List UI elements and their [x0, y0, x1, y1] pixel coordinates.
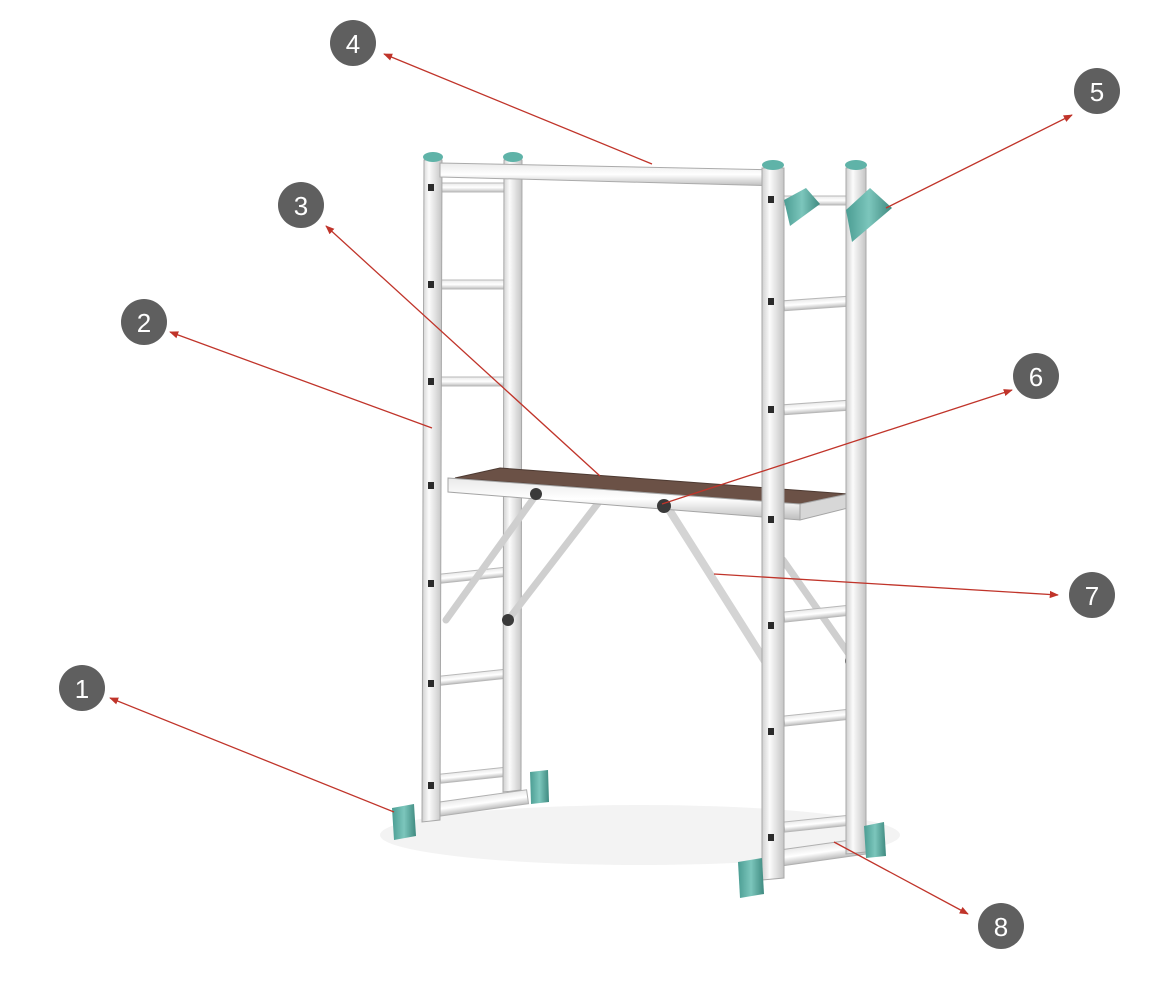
- anti-slip-foot: [530, 770, 549, 804]
- callout-6: 6: [1013, 353, 1059, 399]
- callout-2: 2: [121, 299, 167, 345]
- top-cap: [503, 152, 523, 162]
- right-ladder-section: [738, 160, 892, 898]
- right-outer-rail: [761, 167, 785, 881]
- locking-knob: [530, 488, 542, 500]
- callout-7: 7: [1069, 572, 1115, 618]
- locking-knob: [502, 614, 514, 626]
- callout-number: 3: [294, 191, 308, 221]
- leader-line-6: [661, 389, 1013, 505]
- callout-badge: [1074, 68, 1120, 114]
- callout-badge: [330, 20, 376, 66]
- tool-hook: [784, 188, 820, 226]
- top-cap: [845, 160, 867, 170]
- callout-badge: [121, 299, 167, 345]
- anti-slip-foot: [738, 858, 764, 898]
- leader-line-7: [713, 573, 1059, 599]
- top-cap: [423, 152, 443, 162]
- top-cap: [762, 160, 784, 170]
- leader-line-1: [109, 697, 395, 813]
- callout-number: 5: [1090, 77, 1104, 107]
- leader-line-5: [885, 114, 1073, 209]
- left-outer-rail: [421, 159, 443, 823]
- leader-line-4: [383, 53, 653, 165]
- callout-number: 7: [1085, 581, 1099, 611]
- callout-4: 4: [330, 20, 376, 66]
- callout-number: 8: [994, 912, 1008, 942]
- anti-slip-foot: [392, 804, 416, 840]
- leader-line-3: [325, 225, 601, 477]
- callout-number: 2: [137, 308, 151, 338]
- tool-hook: [846, 188, 892, 242]
- right-inner-rail: [845, 167, 867, 855]
- callout-badge: [59, 665, 105, 711]
- callout-8: 8: [978, 903, 1024, 949]
- callout-badge: [978, 903, 1024, 949]
- callout-1: 1: [59, 665, 105, 711]
- support-brace: [664, 504, 772, 670]
- callout-badge: [1013, 353, 1059, 399]
- right-rungs: [778, 195, 868, 867]
- callout-3: 3: [278, 182, 324, 228]
- callout-number: 6: [1029, 362, 1043, 392]
- callout-badge: [1069, 572, 1115, 618]
- anti-slip-foot: [864, 822, 886, 858]
- leader-line-8: [833, 841, 969, 915]
- platform-assembly: [442, 467, 859, 670]
- callout-number: 4: [346, 29, 360, 59]
- callout-number: 1: [75, 674, 89, 704]
- leader-line-2: [169, 331, 433, 429]
- leader-lines: [109, 53, 1073, 915]
- callout-badge: [278, 182, 324, 228]
- callout-5: 5: [1074, 68, 1120, 114]
